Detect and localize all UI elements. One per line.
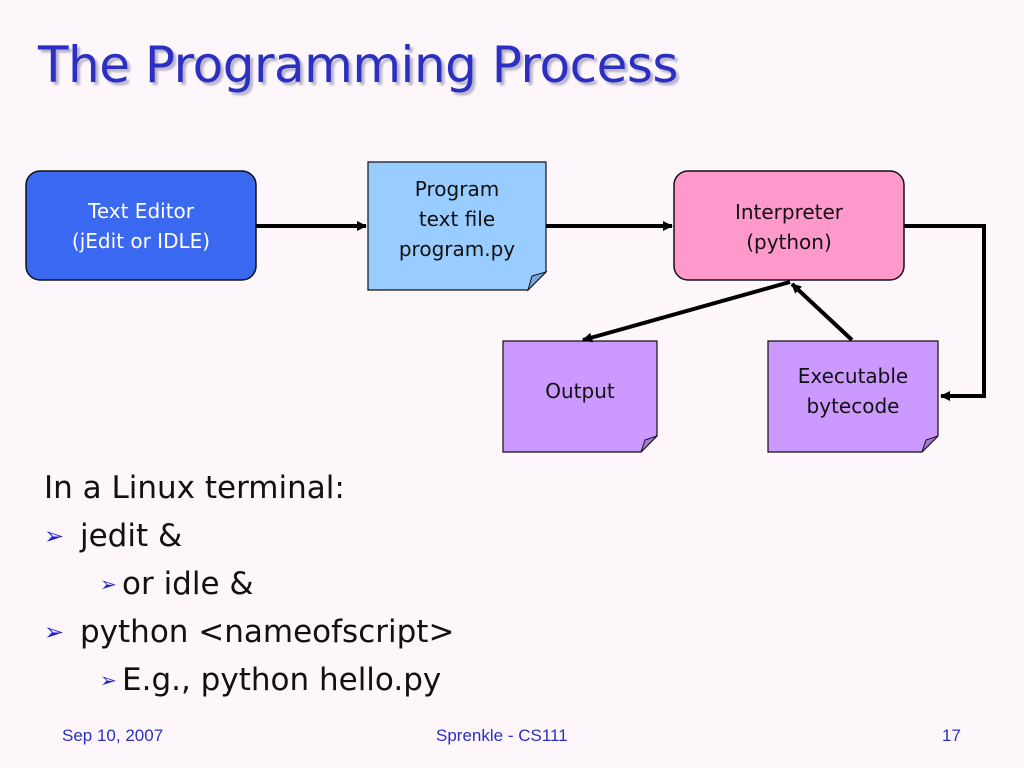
terminal-notes: In a Linux terminal: ➢ jedit & ➢ or idle… [44, 464, 454, 704]
bullet-item: ➢ jedit & [44, 512, 454, 560]
interpreter-label: Interpreter (python) [734, 200, 844, 254]
arrow-interpreter-to-output [582, 280, 791, 343]
bullet-item: ➢ python <nameofscript> [44, 608, 454, 656]
notes-heading: In a Linux terminal: [44, 470, 345, 506]
text-editor-label: Text Editor (jEdit or IDLE) [71, 198, 211, 253]
footer-page-number: 17 [942, 726, 961, 745]
bytecode-label: Executable bytecode [797, 364, 909, 418]
arrow-bullet-icon: ➢ [44, 618, 65, 646]
arrow-interpreter-to-bytecode [904, 224, 986, 401]
footer-date: Sep 10, 2007 [62, 726, 164, 745]
arrow-bullet-icon: ➢ [44, 522, 65, 550]
arrow-bullet-icon: ➢ [100, 668, 117, 692]
arrow-bullet-icon: ➢ [100, 572, 117, 596]
sub-bullet-item: ➢ or idle & [44, 560, 454, 608]
output-label: Output [545, 379, 615, 403]
slide-title: The Programming Process [38, 36, 678, 94]
sub-bullet-item: ➢ E.g., python hello.py [44, 656, 454, 704]
arrow-bytecode-to-interpreter [790, 282, 854, 342]
footer-author: Sprenkle - CS111 [436, 726, 568, 745]
program-file-label: Program text file program.py [398, 177, 516, 261]
